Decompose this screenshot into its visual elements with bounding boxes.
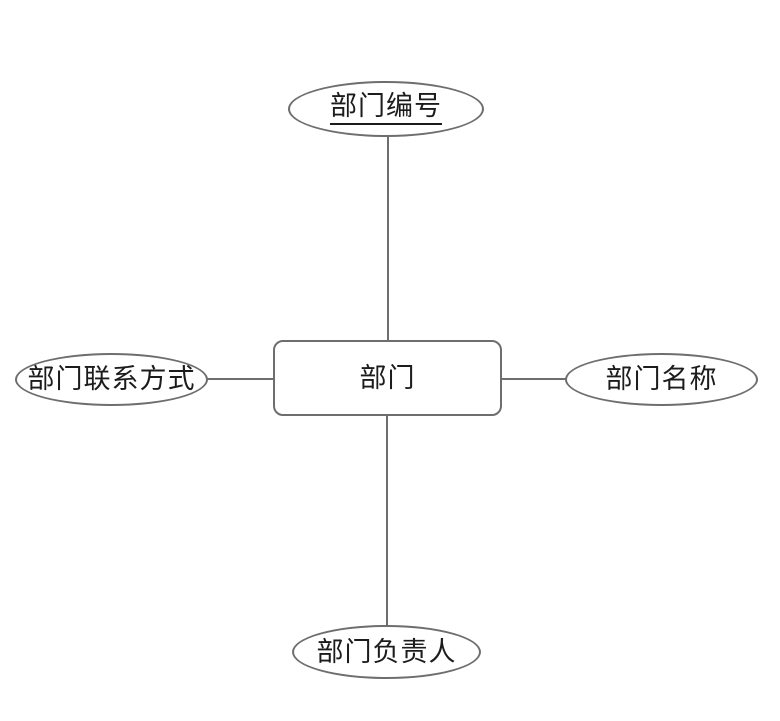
- attribute-department-id-label: 部门编号: [330, 93, 442, 125]
- connector-bottom-attribute: [386, 415, 388, 626]
- attribute-department-name: 部门名称: [565, 353, 758, 406]
- entity-department-label: 部门: [359, 362, 416, 393]
- attribute-department-name-label: 部门名称: [605, 364, 718, 394]
- attribute-department-contact-label: 部门联系方式: [27, 364, 196, 394]
- attribute-department-contact: 部门联系方式: [15, 353, 208, 406]
- connector-left-attribute: [207, 378, 274, 380]
- connector-right-attribute: [501, 378, 566, 380]
- attribute-department-id: 部门编号: [288, 81, 484, 137]
- attribute-department-manager: 部门负责人: [292, 625, 481, 679]
- attribute-department-manager-label: 部门负责人: [316, 636, 457, 667]
- entity-department: 部门: [273, 340, 502, 416]
- connector-top-attribute: [387, 136, 389, 341]
